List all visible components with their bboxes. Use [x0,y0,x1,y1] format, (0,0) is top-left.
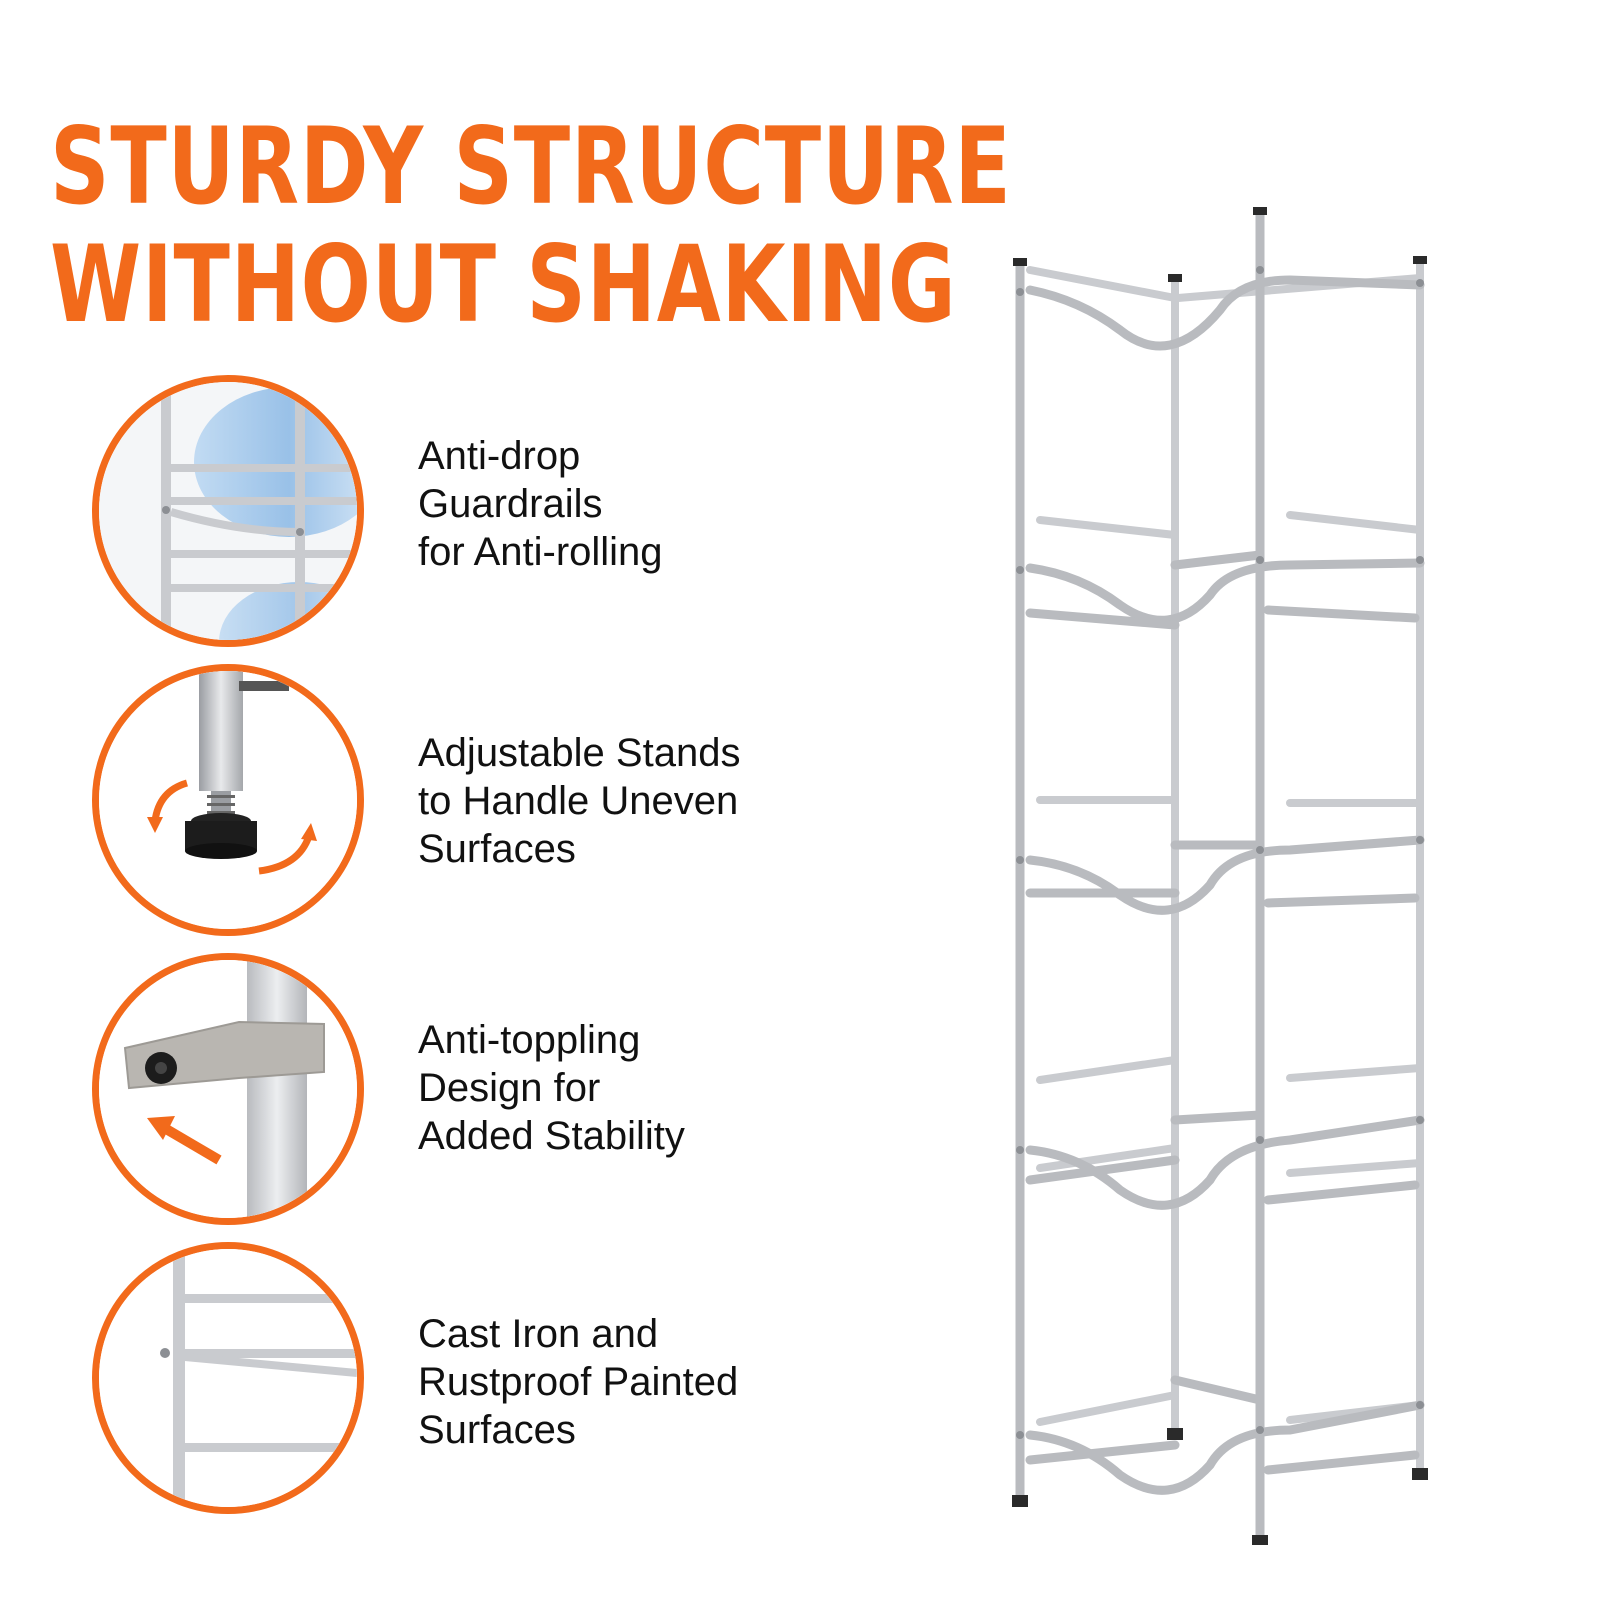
feature-line: Rustproof Painted [418,1360,739,1404]
feature-text-anti-toppling: Anti-toppling Design for Added Stability [418,1016,685,1160]
feature-line: Cast Iron and [418,1312,659,1356]
feature-text-adjustable-stands: Adjustable Stands to Handle Uneven Surfa… [418,729,740,873]
feature-line: for Anti-rolling [418,530,663,574]
painted-frame-icon [92,1242,364,1514]
feature-text-cast-iron: Cast Iron and Rustproof Painted Surfaces [418,1310,738,1454]
headline-line-1: STURDY STRUCTURE [50,105,1012,228]
feature-line: Adjustable Stands [418,731,741,775]
guardrail-closeup-icon [92,375,364,647]
feature-cast-iron: Cast Iron and Rustproof Painted Surfaces [0,1242,900,1522]
feature-anti-toppling: Anti-toppling Design for Added Stability [0,953,900,1233]
adjustable-foot-icon [92,664,364,936]
water-bottle-rack-image [990,195,1450,1550]
feature-line: Surfaces [418,1408,576,1452]
feature-line: Surfaces [418,827,576,871]
anti-topple-strap-icon [92,953,364,1225]
feature-line: to Handle Uneven [418,779,739,823]
feature-line: Anti-drop [418,434,581,478]
feature-line: Guardrails [418,482,603,526]
feature-text-anti-drop: Anti-drop Guardrails for Anti-rolling [418,432,663,576]
feature-line: Design for [418,1066,601,1110]
feature-line: Anti-toppling [418,1018,641,1062]
feature-line: Added Stability [418,1114,685,1158]
feature-anti-drop: Anti-drop Guardrails for Anti-rolling [0,375,900,655]
feature-adjustable-stands: Adjustable Stands to Handle Uneven Surfa… [0,664,900,944]
headline: STURDY STRUCTURE WITHOUT SHAKING [50,108,1012,344]
headline-line-2: WITHOUT SHAKING [50,223,957,346]
